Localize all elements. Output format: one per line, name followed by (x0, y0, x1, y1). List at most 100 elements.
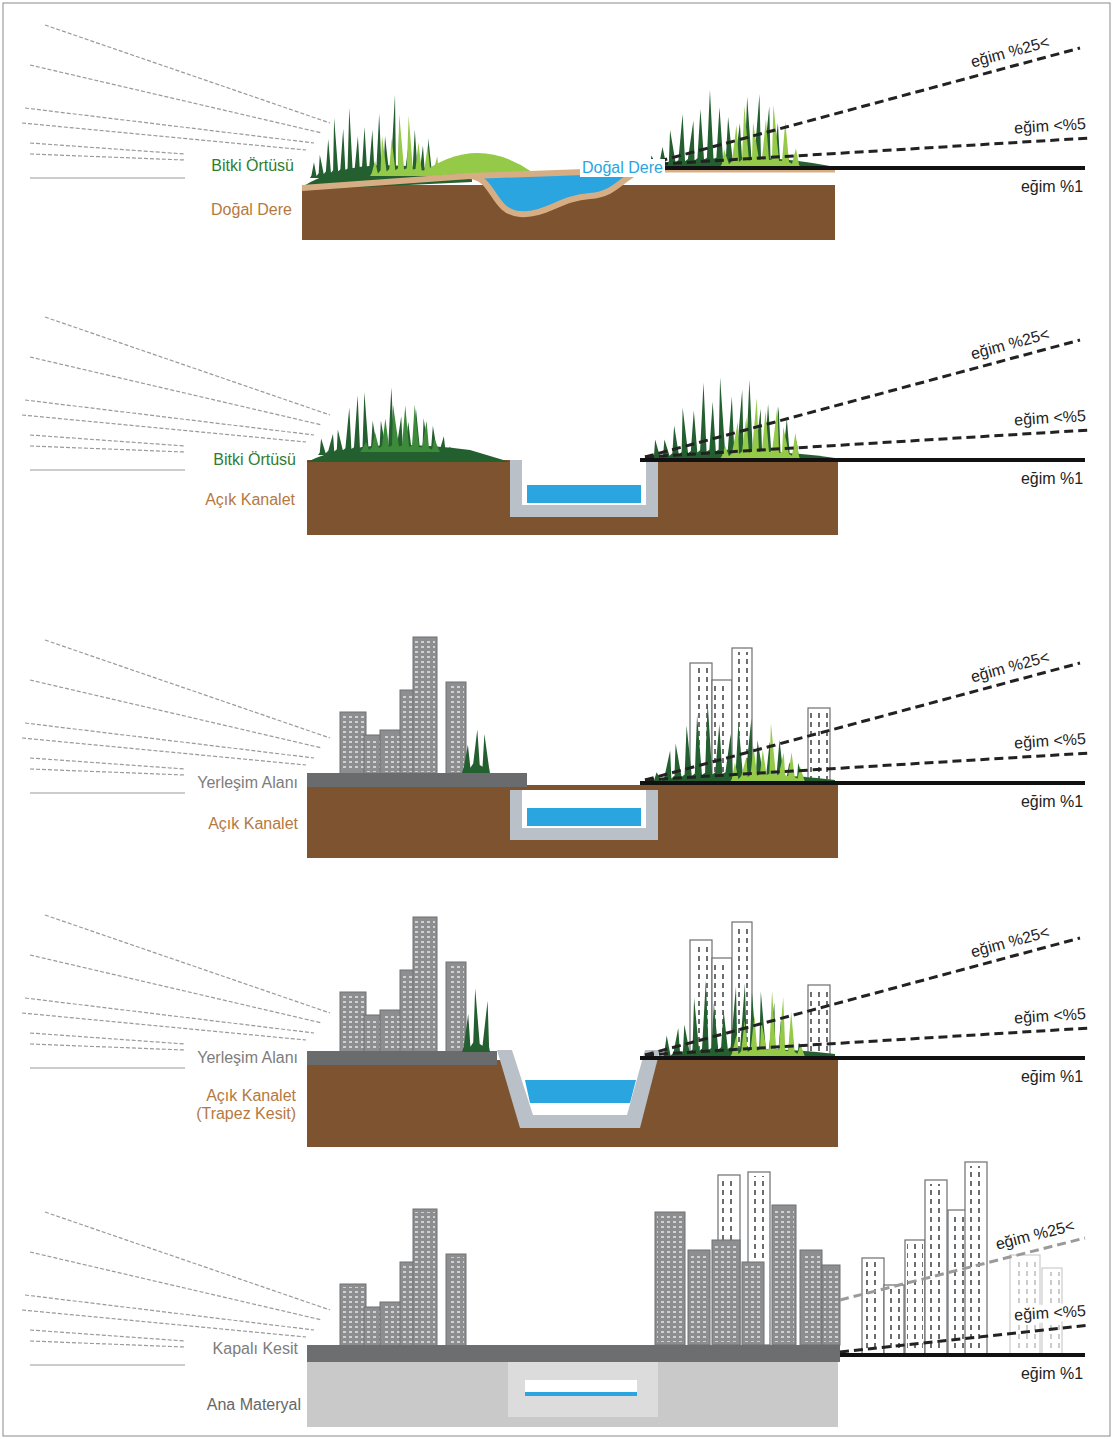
channel-wall (510, 460, 658, 517)
parent-material (307, 1360, 838, 1427)
channel-inside (522, 460, 646, 505)
building (380, 730, 402, 775)
slope-line (640, 166, 1085, 170)
outline-building (808, 708, 830, 783)
slope-label: eğim <%5 (1012, 407, 1089, 429)
settlement-slab (307, 1345, 840, 1362)
slope-label: eğim %25< (967, 325, 1053, 364)
building-body (800, 1250, 822, 1345)
slope-label: eğim %25< (992, 1216, 1078, 1254)
leader-line (30, 446, 185, 452)
building-windows (382, 1305, 400, 1344)
section-label: Açık Kanalet (Trapez Kesit) (176, 1087, 298, 1122)
channel-inside (512, 1050, 645, 1115)
channel-wall (497, 1050, 660, 1128)
section-label: Bitki Örtüsü (211, 451, 298, 469)
outline-building (948, 1210, 966, 1355)
building-windows (415, 1212, 435, 1344)
leader-line (45, 640, 330, 738)
outline-building (965, 1162, 987, 1355)
ground (307, 460, 838, 535)
culvert (508, 1362, 658, 1417)
slope-line (645, 138, 1090, 165)
leader-line (22, 1013, 306, 1040)
building-body (380, 730, 402, 775)
building-body (340, 992, 366, 1054)
building-body (742, 1262, 764, 1345)
building (800, 1250, 822, 1345)
building-windows (448, 685, 464, 772)
building-windows (342, 715, 364, 771)
building-windows (690, 1253, 708, 1342)
building-body (925, 1180, 947, 1355)
grass (318, 387, 455, 455)
building-windows (448, 965, 464, 1052)
building-windows (967, 1166, 985, 1351)
channel-inside (522, 790, 646, 828)
slope-line (645, 340, 1080, 457)
slope-line (645, 1028, 1090, 1055)
building-body (712, 1240, 740, 1345)
slope-line (640, 458, 1085, 462)
building-windows (382, 733, 400, 772)
water (527, 808, 641, 826)
building (413, 1209, 437, 1347)
leader-line (30, 177, 185, 178)
building (446, 962, 466, 1055)
leader-line (22, 123, 306, 150)
slope-line (645, 753, 1090, 780)
building-windows (714, 1243, 738, 1342)
settlement-slab (307, 1051, 497, 1065)
leader-line (45, 1212, 330, 1310)
building-body (772, 1205, 796, 1345)
leader-line (30, 1364, 185, 1365)
leader-line (30, 1067, 185, 1068)
building-windows (382, 1013, 400, 1052)
grass (360, 405, 440, 452)
leader-line (25, 998, 314, 1033)
leader-line (22, 1310, 306, 1337)
slope-label: eğim %25< (967, 33, 1053, 72)
building-body (380, 1302, 402, 1347)
leader-line (30, 1330, 185, 1341)
building-windows (448, 1257, 464, 1344)
outline-building (862, 1258, 884, 1356)
slope-label: eğim <%5 (1012, 730, 1089, 752)
leader-line (45, 317, 330, 415)
building-body (446, 1254, 466, 1347)
building (822, 1265, 840, 1345)
building (688, 1250, 710, 1345)
building-windows (342, 1287, 364, 1343)
building-body (822, 1265, 840, 1345)
building-body (413, 917, 437, 1055)
section-label: Kapalı Kesit (211, 1340, 300, 1358)
leader-line (30, 680, 322, 748)
section-label: Doğal Dere (209, 201, 294, 219)
natural-stream (470, 170, 640, 214)
building-windows (886, 1289, 902, 1351)
leader-line (25, 400, 314, 435)
leader-line (30, 1252, 322, 1320)
grass (462, 988, 490, 1052)
building-windows (907, 1244, 923, 1351)
slope-line (645, 938, 1080, 1055)
building-body (413, 637, 437, 775)
section-label: Doğal Dere (580, 159, 665, 177)
slope-label: eğim %1 (1019, 1068, 1085, 1086)
leader-line (30, 435, 185, 446)
slope-line (645, 430, 1090, 457)
leader-line (30, 469, 185, 470)
slope-line (645, 48, 1080, 165)
building (655, 1212, 685, 1345)
water (527, 485, 641, 503)
section-label: Yerleşim Alanı (195, 774, 300, 792)
section-label: Ana Materyal (205, 1396, 303, 1414)
building-windows (415, 640, 435, 772)
slope-line (840, 1353, 1085, 1357)
leader-line (22, 738, 306, 765)
slope-label: eğim <%5 (1012, 115, 1089, 137)
building-body (948, 1210, 966, 1355)
slope-line (645, 663, 1080, 780)
leader-line (30, 1341, 185, 1347)
